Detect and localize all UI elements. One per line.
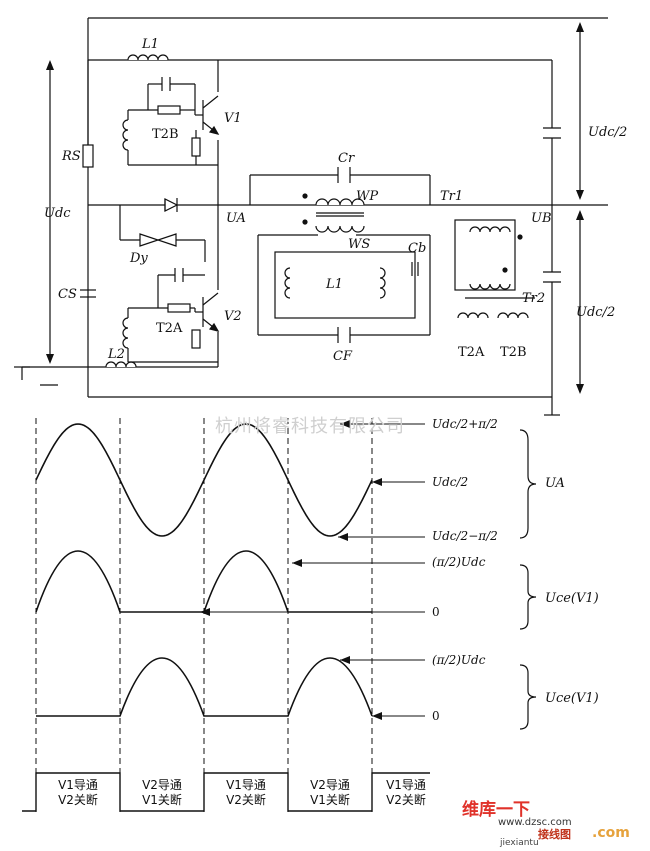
ground-symbols (14, 366, 560, 416)
diode-Dy (139, 233, 177, 247)
level-arrows (200, 423, 425, 717)
capacitor-CF (337, 327, 351, 343)
T2B-drive-circuit (122, 77, 218, 166)
label-UA-max: Udc/2+π/2 (432, 417, 498, 431)
label-UA-min: Udc/2−π/2 (432, 529, 498, 543)
logo-en: jiexiantu (500, 838, 539, 848)
label-V2-name: Uce(V1) (545, 691, 599, 706)
state-1-line1: V1导通 (58, 778, 98, 792)
logo-url: www.dzsc.com (498, 817, 572, 828)
transistor-V1 (195, 95, 220, 135)
state-label-3: V1导通 V2关断 (208, 778, 284, 808)
label-T2B: T2B (152, 127, 179, 142)
label-Cb: Cb (408, 241, 427, 256)
label-L1-mid: L1 (326, 277, 343, 292)
label-WS: WS (348, 237, 371, 252)
transistor-V2 (195, 292, 220, 332)
resistor-RS (82, 144, 94, 168)
label-V1-peak: (π/2)Udc (432, 555, 486, 569)
state-3-line1: V1导通 (226, 778, 266, 792)
state-label-4: V2导通 V1关断 (292, 778, 368, 808)
capacitor-Cr (337, 167, 351, 183)
logo-cn: 接线图 (538, 828, 571, 841)
label-UA: UA (226, 211, 246, 226)
label-WP: WP (356, 189, 379, 204)
logo-com: .com (592, 825, 630, 841)
label-CF: CF (333, 349, 352, 364)
transformer-Tr2 (454, 219, 535, 319)
state-label-5: V1导通 V2关断 (376, 778, 436, 808)
transformer-Tr1 (302, 193, 365, 233)
coil-left-in-box (284, 267, 291, 299)
inductor-L1-top (127, 54, 169, 61)
label-V1-name: Uce(V1) (545, 591, 599, 606)
coil-right-in-box (379, 267, 386, 299)
label-RS: RS (62, 149, 81, 164)
label-UB: UB (531, 211, 552, 226)
state-3-line2: V2关断 (226, 793, 266, 807)
state-waveform (22, 772, 430, 812)
watermark-text: 杭州将睿科技有限公司 (215, 416, 405, 437)
diode-top (164, 198, 179, 212)
label-T2A-out: T2A (458, 345, 485, 360)
label-T2B-out: T2B (500, 345, 527, 360)
label-L1-top: L1 (142, 37, 159, 52)
state-2-line2: V1关断 (142, 793, 182, 807)
state-label-2: V2导通 V1关断 (124, 778, 200, 808)
level-arrowheads (200, 420, 382, 720)
V2-waveform (36, 657, 373, 717)
label-V2-zero: 0 (432, 709, 440, 723)
label-UA-name: UA (545, 476, 565, 491)
label-Udc-half-top: Udc/2 (588, 125, 628, 140)
label-V1: V1 (224, 111, 242, 126)
voltage-arrowheads (46, 22, 584, 394)
label-Tr1: Tr1 (440, 189, 464, 204)
time-divider-lines (35, 418, 373, 812)
label-Udc-half-bottom: Udc/2 (576, 305, 616, 320)
label-Cr: Cr (338, 151, 355, 166)
state-4-line1: V2导通 (310, 778, 350, 792)
label-V2: V2 (224, 309, 242, 324)
right-braces (519, 429, 537, 730)
capacitor-CS (80, 289, 96, 298)
label-Tr2: Tr2 (522, 291, 546, 306)
state-2-line1: V2导通 (142, 778, 182, 792)
UA-waveform (35, 423, 373, 537)
state-4-line2: V1关断 (310, 793, 350, 807)
label-Dy: Dy (130, 251, 148, 266)
capacitor-right-bottom (543, 271, 561, 283)
state-label-1: V1导通 V2关断 (40, 778, 116, 808)
label-V2-peak: (π/2)Udc (432, 653, 486, 667)
inductor-L2 (105, 361, 137, 368)
label-UA-mid: Udc/2 (432, 475, 469, 489)
label-CS: CS (58, 287, 77, 302)
capacitor-Cb (411, 262, 419, 276)
state-5-line1: V1导通 (386, 778, 426, 792)
label-V1-zero: 0 (432, 605, 440, 619)
T2A-drive-circuit (122, 268, 218, 363)
label-T2A: T2A (156, 321, 183, 336)
logo-brand: 维库一下 (462, 800, 530, 820)
state-5-line2: V2关断 (386, 793, 426, 807)
capacitor-right-top (543, 127, 561, 139)
label-Udc: Udc (44, 206, 71, 221)
state-1-line2: V2关断 (58, 793, 98, 807)
label-L2: L2 (108, 347, 125, 362)
